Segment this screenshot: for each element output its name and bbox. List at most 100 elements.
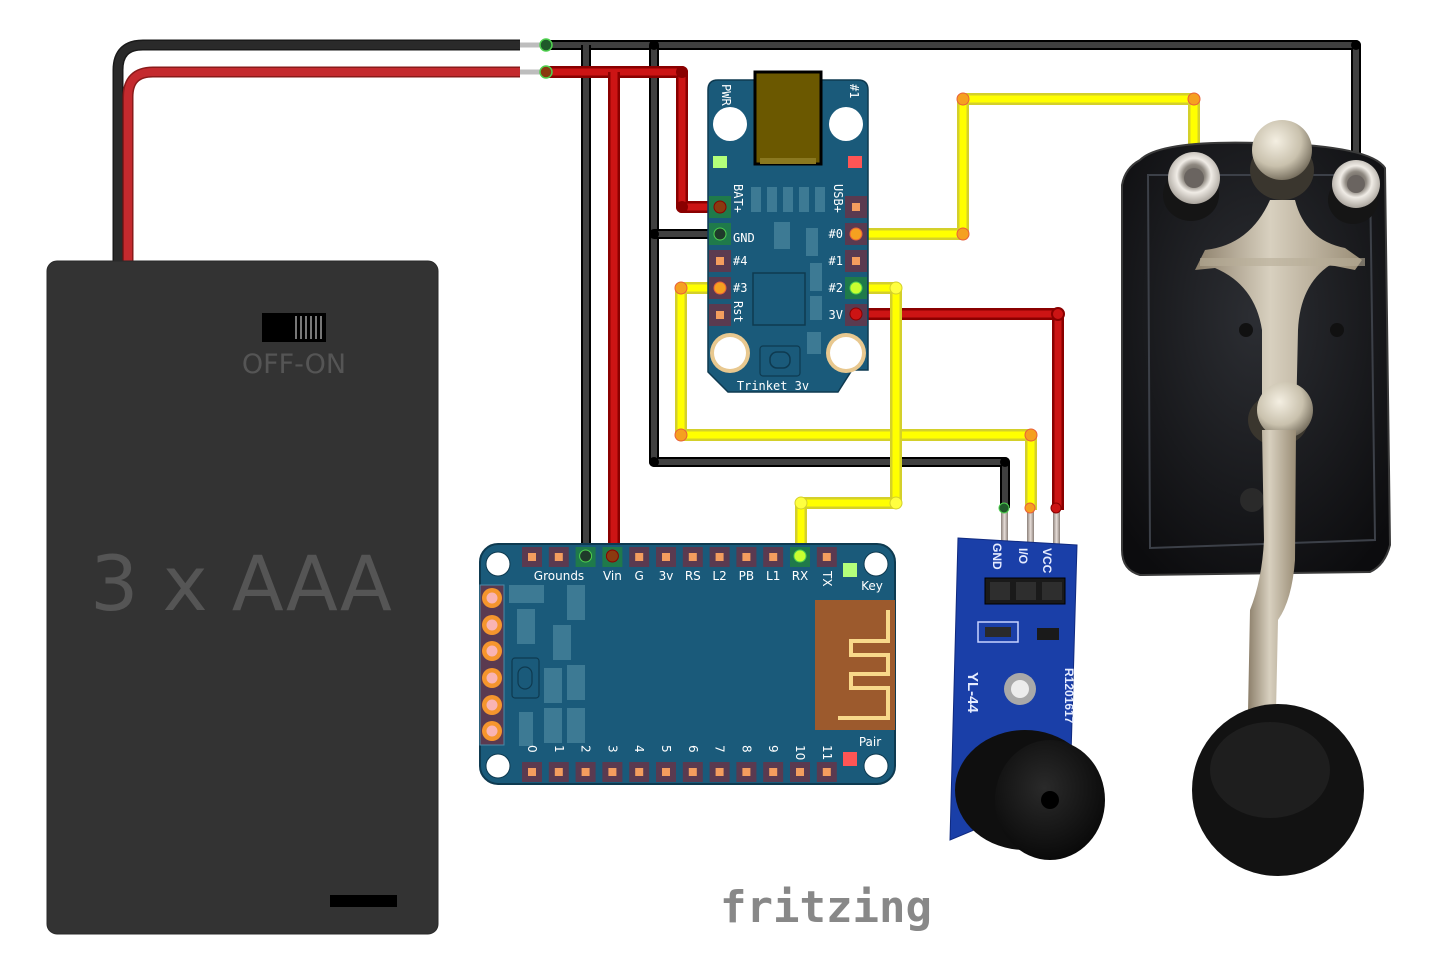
ground-lead-connector: [539, 38, 553, 52]
trinket-name: Trinket 3v: [737, 379, 809, 393]
ble-top-pin[interactable]: [602, 547, 623, 567]
wire-pin0-to-key[interactable]: [856, 92, 1201, 241]
key-terminal-left[interactable]: [1163, 152, 1220, 221]
svg-text:USB+: USB+: [831, 184, 845, 213]
mounting-hole: [485, 753, 511, 779]
ble-pin-label: G: [635, 569, 644, 583]
battery-red-lead: [122, 66, 520, 262]
ble-top-pin[interactable]: [656, 547, 676, 567]
mcu-chip: [752, 272, 806, 326]
key-terminal-right[interactable]: [1328, 160, 1380, 224]
ble-bottom-pin[interactable]: 6: [682, 745, 703, 782]
ble-pin-label: 1: [552, 745, 566, 753]
ble-top-pin[interactable]: [790, 547, 810, 567]
trinket-pin-rst[interactable]: Rst: [709, 301, 745, 326]
svg-text:3V: 3V: [829, 308, 843, 322]
ble-pin-label: 3v: [659, 569, 674, 583]
ble-top-pin[interactable]: [763, 547, 784, 567]
reset-button[interactable]: [759, 345, 801, 377]
svg-text:R1201617: R1201617: [1062, 668, 1076, 724]
tension-knob[interactable]: [1250, 120, 1314, 200]
ble-pin-label: RS: [685, 569, 701, 583]
ble-bottom-pin[interactable]: 8: [736, 745, 757, 782]
battery-pack[interactable]: OFF-ON 3 x AAA: [46, 39, 542, 935]
ble-bottom-pin[interactable]: 9: [763, 745, 784, 782]
ble-top-pin[interactable]: [629, 547, 650, 567]
mounting-hole: [714, 337, 746, 369]
trinket-pin-3v[interactable]: 3V: [829, 304, 867, 326]
svg-text:GND: GND: [733, 231, 755, 245]
ble-bottom-pin[interactable]: 7: [709, 745, 730, 782]
ble-bottom-pin[interactable]: 1: [548, 745, 569, 782]
wire-pin3-to-io[interactable]: [674, 281, 1038, 510]
ble-pin-label: TX: [820, 570, 834, 587]
ble-top-pin[interactable]: [548, 547, 569, 567]
battery-label: 3 x AAA: [90, 539, 392, 628]
ble-bottom-pin[interactable]: 5: [656, 745, 676, 782]
wire-ground[interactable]: [545, 40, 1361, 556]
svg-text:GND: GND: [990, 543, 1004, 570]
ble-pin-label: 0: [525, 745, 539, 753]
pwr-label: PWR: [719, 84, 733, 106]
wire-3v-to-vcc[interactable]: [856, 307, 1065, 510]
ble-top-pin[interactable]: [736, 547, 757, 567]
ble-top-pin[interactable]: [575, 547, 596, 567]
trinket-pin-1[interactable]: #1: [829, 250, 867, 272]
ble-bottom-pin[interactable]: 2: [575, 745, 596, 782]
svg-text:YL-44: YL-44: [964, 672, 981, 714]
ble-pin-label: 4: [632, 745, 646, 753]
ble-bottom-pin[interactable]: 4: [629, 745, 650, 782]
ble-pin-label: L2: [712, 569, 726, 583]
ble-pin-label: 3: [605, 745, 619, 753]
mounting-hole: [829, 107, 863, 141]
wire-pin2-to-rx[interactable]: [794, 281, 903, 556]
wire-power[interactable]: [545, 66, 720, 556]
key-led: [843, 563, 857, 577]
svg-text:#2: #2: [829, 281, 843, 295]
pwr-led: [713, 156, 727, 168]
trinket-pin-0[interactable]: #0: [829, 223, 867, 245]
trinket-pin-gnd[interactable]: GND: [709, 223, 755, 245]
trinket-pin-bat[interactable]: BAT+: [709, 184, 745, 218]
telegraph-key[interactable]: [1121, 120, 1392, 876]
key-label: Key: [861, 579, 883, 593]
svg-text:VCC: VCC: [1040, 548, 1054, 574]
mounting-hole: [713, 107, 747, 141]
ble-pin-label: 9: [766, 745, 780, 753]
antenna: [815, 600, 895, 730]
power-switch[interactable]: [262, 313, 326, 342]
buzzer-module[interactable]: GND I/O VCC R1201617 YL-44: [949, 502, 1105, 860]
svg-text:I/O: I/O: [1016, 548, 1030, 564]
usb-connector: [753, 70, 823, 166]
ble-bottom-pin[interactable]: 11: [816, 745, 837, 782]
ble-pin-label: Vin: [603, 569, 622, 583]
svg-text:#4: #4: [733, 254, 747, 268]
ble-pin-label: 11: [820, 745, 834, 760]
trinket-pin-usb[interactable]: USB+: [831, 184, 867, 218]
ble-top-pin[interactable]: [522, 547, 542, 567]
trinket-pin-3[interactable]: #3: [709, 277, 747, 299]
buzzer: [955, 730, 1105, 860]
battery-body: [46, 260, 439, 935]
trinket-pin-2[interactable]: #2: [829, 277, 867, 299]
side-header[interactable]: [479, 584, 505, 746]
fritzing-logo: fritzing: [720, 882, 932, 933]
trinket-pin-4[interactable]: #4: [709, 250, 747, 272]
pin1-led: [848, 156, 862, 168]
ble-top-pin[interactable]: [682, 547, 703, 567]
ble-pin-label: 8: [739, 745, 753, 753]
ble-button[interactable]: [511, 657, 540, 699]
ble-pin-label: PB: [739, 569, 754, 583]
ble-top-pin[interactable]: [816, 547, 837, 567]
mounting-hole: [485, 551, 511, 577]
ble-pin-label: 6: [686, 745, 700, 753]
ble-top-pin[interactable]: [709, 547, 730, 567]
ble-bottom-pin[interactable]: 3: [602, 745, 623, 782]
ble-pin-label: L1: [766, 569, 780, 583]
trinket-board[interactable]: PWR #1 Trinket 3v BAT+: [707, 70, 869, 393]
ble-bottom-pin[interactable]: 10: [790, 745, 810, 782]
ble-bottom-pin[interactable]: 0: [522, 745, 542, 782]
svg-text:#1: #1: [829, 254, 843, 268]
svg-text:Rst: Rst: [731, 301, 745, 323]
